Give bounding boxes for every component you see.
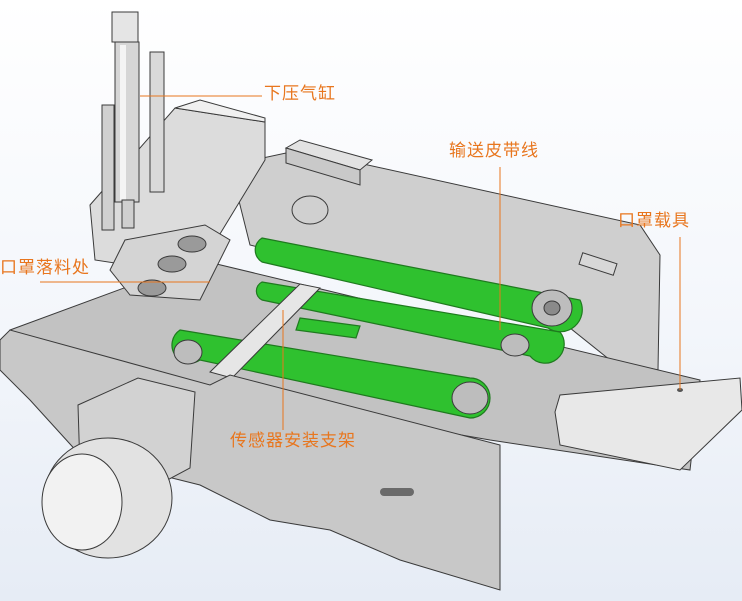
sensor-bracket-label: 传感器安装支架 bbox=[230, 431, 356, 451]
mask-drop-point-label: 口罩落料处 bbox=[0, 258, 90, 278]
idler-pulley bbox=[451, 381, 489, 415]
cylinder-cap bbox=[111, 11, 139, 43]
drop-station-top bbox=[174, 99, 266, 123]
pulley-hub bbox=[543, 300, 561, 316]
idler-pulley bbox=[173, 339, 203, 365]
cylinder-highlight bbox=[120, 45, 126, 200]
belt-line-label: 输送皮带线 bbox=[449, 141, 539, 161]
sensor-bracket bbox=[209, 283, 322, 379]
guide-rod bbox=[149, 51, 165, 193]
rear-housing-face bbox=[285, 147, 361, 186]
drive-pulley bbox=[291, 195, 329, 225]
press-cylinder-label: 下压气缸 bbox=[264, 84, 336, 104]
drop-hole bbox=[177, 235, 207, 253]
mask-carrier-label: 口罩载具 bbox=[618, 211, 690, 231]
cylinder-rod bbox=[121, 199, 135, 229]
conveyor-belt bbox=[255, 281, 565, 364]
mask-carrier-plate bbox=[554, 377, 742, 471]
cylinder-body bbox=[114, 41, 140, 203]
slot bbox=[380, 488, 414, 496]
idler-pulley bbox=[500, 333, 530, 357]
drop-hole bbox=[137, 279, 167, 297]
drop-hole bbox=[157, 255, 187, 273]
conveyor-belt bbox=[295, 317, 361, 339]
motor-end-cap bbox=[41, 453, 123, 551]
guide-rod bbox=[101, 104, 115, 231]
shaft bbox=[578, 252, 618, 276]
